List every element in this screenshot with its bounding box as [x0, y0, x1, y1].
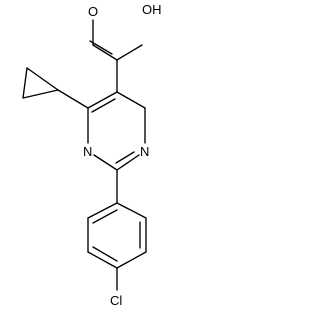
bond-cp-c [22, 67, 28, 99]
background [0, 0, 167, 317]
bond-n3-c2 [93, 154, 118, 171]
bond-cp-b [22, 89, 59, 99]
bond-ph-1 [116, 202, 147, 219]
atom-label-oh: OH [142, 2, 162, 17]
bond-n1-c2-inner [115, 151, 135, 164]
atom-label-cl: Cl [110, 293, 122, 308]
bond-ph-3 [116, 251, 147, 269]
bond-c5-c6 [116, 91, 146, 109]
bond-c5-c4 [87, 91, 118, 109]
atom-label-o: O [88, 4, 98, 19]
bond-ph-inner-3 [92, 209, 118, 224]
bond-ph-4 [87, 251, 118, 269]
atom-label-n-right: N [140, 144, 149, 159]
bonds [22, 19, 147, 291]
atom-label-n-left: N [83, 144, 92, 159]
bond-ph-inner-2 [92, 246, 118, 262]
bond-c-o-double-a [92, 44, 118, 61]
structure-diagram: OH O N N Cl [0, 0, 167, 317]
bond-c-oh [116, 44, 143, 61]
molecule-drawing: OH O N N Cl [0, 0, 167, 317]
atom-labels: OH O N N Cl [83, 2, 162, 308]
bond-ph-6 [87, 202, 118, 219]
bond-cp-a [26, 67, 59, 91]
bond-n1-c2 [116, 154, 140, 171]
bond-c4-cyclopropyl [57, 89, 89, 109]
bond-c5-c4-inner [91, 98, 116, 113]
